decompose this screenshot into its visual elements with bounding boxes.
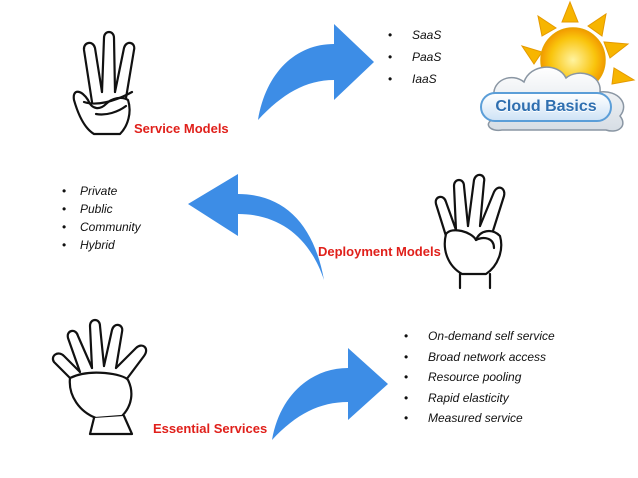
deployment-models-list: •Private •Public •Community •Hybrid <box>62 182 141 254</box>
list-item: •Hybrid <box>62 238 115 252</box>
list-item: •On-demand self service <box>402 326 555 347</box>
bullet: • <box>404 370 409 384</box>
bullet: • <box>388 28 393 42</box>
list-item: •Private <box>62 184 118 198</box>
bullet: • <box>62 238 67 252</box>
curved-arrow-essential <box>272 348 388 440</box>
list-item: •Measured service <box>402 408 555 429</box>
list-item: •PaaS <box>386 46 441 68</box>
three-fingers-hand-icon <box>72 30 136 136</box>
open-hand-icon <box>51 318 148 436</box>
badge-text: Cloud Basics <box>495 98 597 115</box>
list-item: •Public <box>62 202 113 216</box>
bullet: • <box>404 411 409 425</box>
bullet: • <box>62 184 67 198</box>
bullet: • <box>388 50 393 64</box>
list-item: •Rapid elasticity <box>402 388 555 409</box>
four-fingers-hand-icon <box>434 173 506 290</box>
curved-arrow-deployment <box>188 174 324 280</box>
list-item: •IaaS <box>386 68 441 90</box>
bullet: • <box>388 72 393 86</box>
essential-services-list: •On-demand self service •Broad network a… <box>402 326 555 429</box>
list-item: •SaaS <box>386 24 441 46</box>
bullet: • <box>404 349 409 364</box>
list-item: •Resource pooling <box>402 367 555 388</box>
bullet: • <box>62 220 67 234</box>
cloud-basics-badge: Cloud Basics <box>480 92 612 122</box>
service-models-label: Service Models <box>134 121 229 136</box>
bullet: • <box>404 390 409 405</box>
essential-services-label: Essential Services <box>153 421 268 436</box>
curved-arrow-service <box>258 24 374 120</box>
bullet: • <box>404 329 409 343</box>
service-models-list: •SaaS •PaaS •IaaS <box>386 24 441 90</box>
list-item: •Community <box>62 220 141 234</box>
list-item: •Broad network access <box>402 347 555 368</box>
bullet: • <box>62 202 67 216</box>
deployment-models-label: Deployment Models <box>318 244 441 259</box>
